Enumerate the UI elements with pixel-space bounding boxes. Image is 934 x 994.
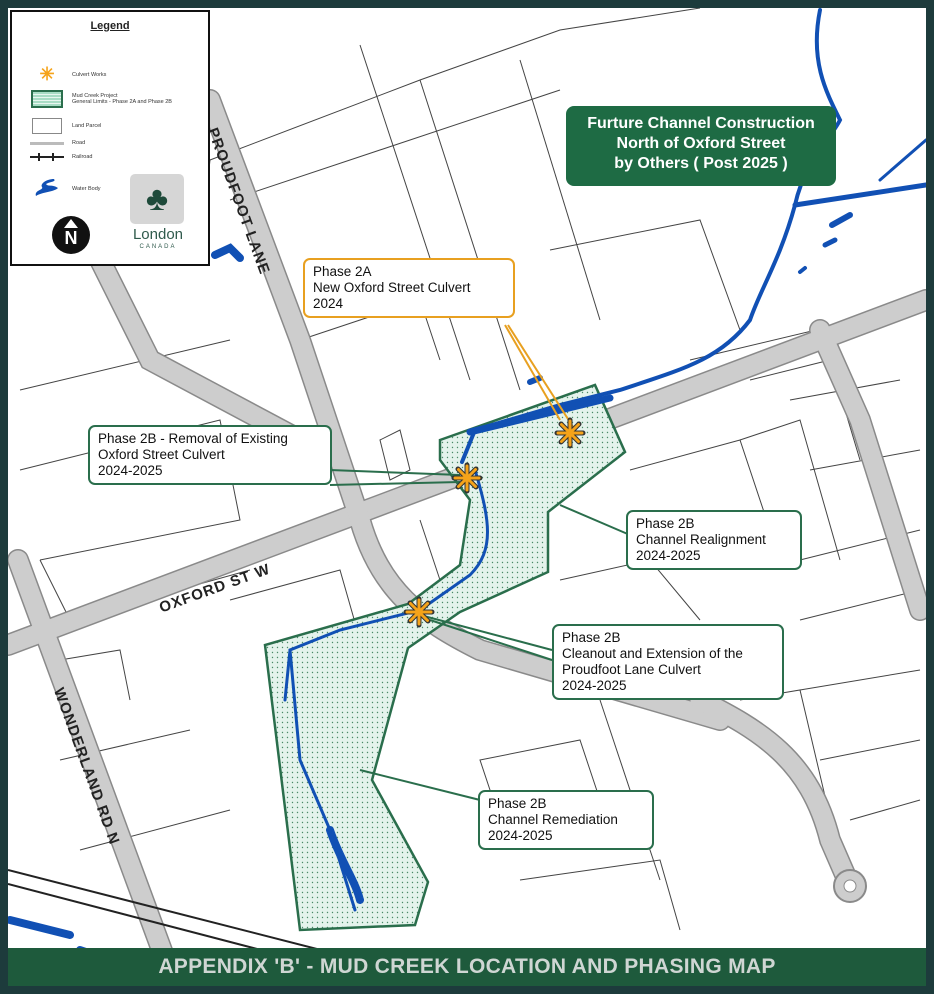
- culvert-works-icon: [554, 417, 586, 449]
- london-logo-subtext: CANADA: [139, 244, 177, 250]
- north-label: N: [64, 228, 78, 248]
- water-body-icon: [30, 178, 64, 200]
- legend: Legend ✳ Culvert Works Mud Creek Project…: [10, 10, 210, 266]
- callout-line: Proudfoot Lane Culvert: [562, 662, 701, 677]
- legend-item-road: Road: [30, 140, 85, 146]
- road-icon: [30, 141, 64, 145]
- land-parcel-icon: [30, 118, 64, 134]
- london-logo: ♣: [130, 174, 184, 224]
- legend-label: Culvert Works: [72, 71, 107, 78]
- callout-phase-2a-culvert: Phase 2A New Oxford Street Culvert 2024: [303, 258, 515, 318]
- callout-line: 2024-2025: [488, 828, 553, 843]
- callout-line: Oxford Street Culvert: [98, 447, 225, 462]
- callout-line: Phase 2B: [562, 630, 621, 645]
- legend-label: Land Parcel: [72, 123, 102, 129]
- title-banner: APPENDIX 'B' - MUD CREEK LOCATION AND PH…: [8, 948, 926, 986]
- legend-label-line2: General Limits - Phase 2A and Phase 2B: [72, 99, 172, 105]
- legend-item-railroad: Railroad: [30, 153, 93, 161]
- project-limits-icon: [30, 90, 64, 108]
- project-limits-area: [263, 383, 627, 932]
- north-arrow-icon: N: [52, 216, 90, 254]
- callout-line: 2024-2025: [98, 463, 163, 478]
- future-line-1: Furture Channel Construction: [587, 115, 815, 132]
- callout-line: Channel Realignment: [636, 532, 766, 547]
- callout-line: 2024: [313, 296, 344, 311]
- legend-item-culvert: ✳ Culvert Works: [30, 64, 106, 85]
- legend-label: Road: [72, 140, 86, 146]
- callout-line: 2024-2025: [636, 548, 701, 563]
- callout-line: New Oxford Street Culvert: [313, 280, 471, 295]
- culvert-works-icon: ✳: [39, 64, 55, 84]
- callout-line: 2024-2025: [562, 678, 627, 693]
- legend-label: Water Body: [72, 186, 101, 192]
- london-logo-text: London: [132, 226, 184, 243]
- culvert-works-icon: [451, 462, 483, 494]
- legend-title: Legend: [90, 20, 130, 32]
- callout-line: Channel Remediation: [488, 812, 618, 827]
- callout-line: Phase 2B: [488, 796, 547, 811]
- legend-item-parcel: Land Parcel: [30, 118, 101, 134]
- legend-label-line1: Mud Creek Project: [72, 93, 118, 99]
- legend-label: Railroad: [72, 154, 93, 160]
- callout-leaders: [329, 324, 631, 801]
- map-canvas: [8, 8, 926, 986]
- future-line-2: North of Oxford Street: [616, 135, 786, 152]
- callout-phase-2b-realignment: Phase 2B Channel Realignment 2024-2025: [626, 510, 802, 570]
- callout-line: Phase 2B: [636, 516, 695, 531]
- water-bodies: [8, 8, 926, 964]
- callout-phase-2b-proudfoot: Phase 2B Cleanout and Extension of the P…: [552, 624, 784, 700]
- callout-phase-2b-removal: Phase 2B - Removal of Existing Oxford St…: [88, 425, 332, 485]
- railroad-icon: [30, 153, 64, 161]
- callout-line: Phase 2A: [313, 264, 372, 279]
- north-arrow-head: [64, 219, 78, 228]
- legend-item-water: Water Body: [30, 178, 101, 200]
- callout-phase-2b-remediation: Phase 2B Channel Remediation 2024-2025: [478, 790, 654, 850]
- future-construction-box: Furture Channel Construction North of Ox…: [566, 106, 836, 186]
- culvert-works-icon: [403, 596, 435, 628]
- callout-line: Phase 2B - Removal of Existing: [98, 431, 288, 446]
- future-line-3: by Others ( Post 2025 ): [614, 155, 788, 172]
- culvert-works-markers: [403, 417, 586, 628]
- callout-line: Cleanout and Extension of the: [562, 646, 743, 661]
- water-body-shape: [35, 179, 58, 196]
